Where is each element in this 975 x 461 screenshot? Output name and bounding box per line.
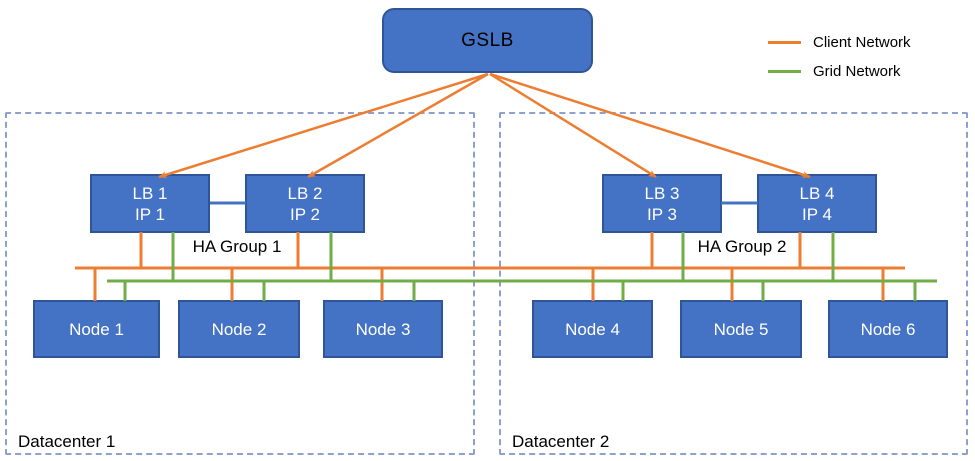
lb3-label: LB 3 (644, 183, 680, 203)
lb1-ip: IP 1 (135, 204, 165, 224)
node3-label: Node 3 (355, 319, 411, 339)
node5-box: Node 5 (680, 300, 802, 358)
lb2-ip: IP 2 (290, 204, 320, 224)
gslb-label: GSLB (461, 29, 514, 51)
node6-label: Node 6 (860, 319, 916, 339)
lb3-box: LB 3 IP 3 (602, 174, 722, 233)
lb4-ip: IP 4 (802, 204, 832, 224)
ha-group-2-label: HA Group 2 (697, 237, 787, 256)
grid-network-line-icon (768, 69, 801, 73)
datacenter-2-container (499, 112, 968, 455)
node2-label: Node 2 (211, 319, 267, 339)
legend: Client Network Grid Network (768, 31, 911, 89)
node4-box: Node 4 (532, 300, 653, 358)
node1-box: Node 1 (33, 300, 160, 358)
datacenter-1-container (5, 112, 475, 455)
legend-grid-label: Grid Network (813, 62, 901, 80)
lb1-box: LB 1 IP 1 (90, 174, 210, 233)
node1-label: Node 1 (69, 319, 124, 339)
client-network-line-icon (768, 40, 801, 44)
ha-group-1-label: HA Group 1 (192, 237, 282, 256)
lb4-box: LB 4 IP 4 (757, 174, 877, 233)
legend-row-grid: Grid Network (768, 60, 911, 82)
lb4-label: LB 4 (799, 183, 835, 203)
gslb-box: GSLB (382, 8, 593, 73)
datacenter-2-label: Datacenter 2 (512, 432, 610, 451)
legend-client-label: Client Network (813, 33, 911, 51)
lb1-label: LB 1 (132, 183, 168, 203)
node2-box: Node 2 (178, 300, 300, 358)
lb2-label: LB 2 (287, 183, 323, 203)
node4-label: Node 4 (565, 319, 620, 339)
legend-row-client: Client Network (768, 31, 911, 53)
node5-label: Node 5 (713, 319, 769, 339)
node6-box: Node 6 (828, 300, 948, 358)
node3-box: Node 3 (323, 300, 443, 358)
lb2-box: LB 2 IP 2 (245, 174, 365, 233)
lb3-ip: IP 3 (647, 204, 677, 224)
datacenter-1-label: Datacenter 1 (18, 432, 116, 451)
